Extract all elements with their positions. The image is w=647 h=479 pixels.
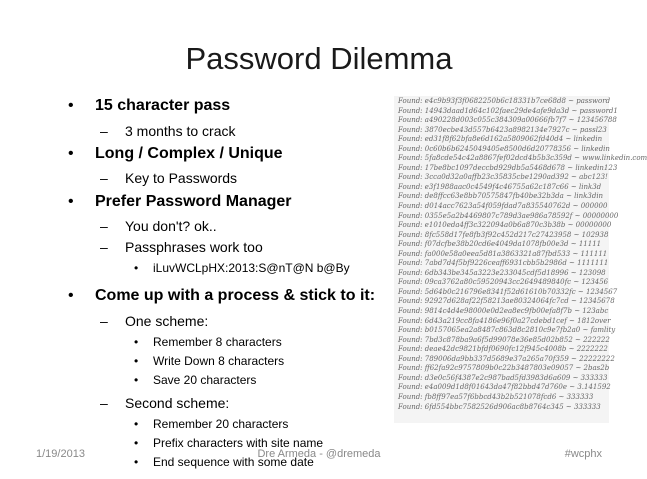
found-line: Found: e3f1988aac0c4549f4c46755a62c187c6… <box>398 182 602 191</box>
sub-sub-bullet-save-20: Save 20 characters <box>68 372 398 388</box>
found-line: Found: 7bd3c878ba9a6f5d99078e36e85d02b85… <box>398 335 610 344</box>
found-line: Found: b0157065ea2a8487c863d8c2810c9e7fb… <box>398 326 616 335</box>
found-line: Found: ed31f8f62bfa8e6d162a5809062fd40d4… <box>398 135 603 144</box>
found-line: Found: 0355e5a2b4469807c789d3ae986a78592… <box>398 211 619 220</box>
found-line: Found: fb8ff97ea57f6bbcd43b2b521078fcd6 … <box>398 392 594 401</box>
found-line: Found: 0c60b6b6245049405e8500d6d20778356… <box>398 144 610 153</box>
sub-sub-bullet-end-sequence-date: End sequence with some date <box>68 454 398 470</box>
sub-sub-bullet-passphrase-example: iLuvWCLpHX:2013:S@nT@N b@By <box>68 260 398 276</box>
bullet-15-character-pass: 15 character pass <box>68 96 398 116</box>
bullet-prefer-password-manager: Prefer Password Manager <box>68 192 398 212</box>
found-line: Found: e4c9b93f3f0682250b6c18331b7ce68d8… <box>398 97 611 105</box>
bullet-list: 15 character pass 3 months to crack Long… <box>68 96 398 470</box>
found-line: Found: de8ffcc63e8bb70575847fb40be32b3da… <box>398 192 604 201</box>
found-line: Found: e4a009d1d8f01643da47f82bbd47d760e… <box>398 383 611 392</box>
sub-bullet-one-scheme: One scheme: <box>68 312 398 330</box>
cracked-passwords-screenshot: Found: e4c9b93f3f0682250b6c18331b7ce68d8… <box>394 96 647 423</box>
found-line: Found: deae42dc9821bfdf0690fc12f945c4008… <box>398 345 608 354</box>
found-line: Found: 5fa8cde54c42a8867fef02dcd4b5b3c35… <box>398 154 647 163</box>
found-line: Found: 6db343be345a3223e233045cdf5d18996… <box>398 268 606 277</box>
found-line: Found: f07dcfbe38b20cd6e4049da1078fb00e3… <box>398 240 602 249</box>
sub-bullet-passphrases: Passphrases work too <box>68 238 398 256</box>
found-line: Found: 3870ecbe43d557b6423a8982134e7927c… <box>398 125 607 134</box>
found-line: Found: 5d64b0c216796e8341f52d61610b70332… <box>398 287 618 296</box>
slide-title: Password Dilemma <box>185 41 453 76</box>
sub-bullet-key-to-passwords: Key to Passwords <box>68 169 398 187</box>
sub-sub-bullet-remember-20: Remember 20 characters <box>68 416 398 432</box>
found-line: Found: 6d43a219cc8fa4186e96f0a27cdebd1ce… <box>398 316 611 325</box>
sub-sub-bullet-write-down-8: Write Down 8 characters <box>68 353 398 369</box>
found-line: Found: ff62fa92c9757809b0c22b3487803e090… <box>398 364 610 373</box>
sub-sub-bullet-remember-8: Remember 8 characters <box>68 334 398 350</box>
footer-hashtag: #wcphx <box>564 448 602 460</box>
found-line: Found: 7abd7d4f5bf9226ceaff6931cbb5b2986… <box>398 259 609 268</box>
footer-date: 1/19/2013 <box>36 448 85 460</box>
found-line: Found: fa000e58a0eea5d81a3863321a87fbd53… <box>398 249 608 258</box>
found-line: Found: 8fc558d17fe8fb3f92c452d217c274239… <box>398 230 609 239</box>
found-line: Found: 17be8bc1097deccbd929db5a5468d678 … <box>398 163 618 172</box>
sub-bullet-second-scheme: Second scheme: <box>68 394 398 412</box>
found-line: Found: 92927d628af22f58213ae80324064fc7c… <box>398 297 615 306</box>
found-line: Found: 14943daad1d64c102faec29de4afe9da3… <box>398 106 618 115</box>
found-line: Found: 3cca0d32a0affb23c35835cbe1290ad39… <box>398 173 608 182</box>
sub-sub-bullet-prefix-site-name: Prefix characters with site name <box>68 435 398 451</box>
bullet-come-up-with-process: Come up with a process & stick to it: <box>68 286 398 306</box>
found-line: Found: d3e0c56f4387e2c987bad5fd3983d6a60… <box>398 373 608 382</box>
sub-bullet-3-months: 3 months to crack <box>68 122 398 140</box>
bullet-long-complex-unique: Long / Complex / Unique <box>68 144 398 164</box>
footer-author: Dre Armeda - @dremeda <box>257 448 381 460</box>
found-line: Found: e1010eda4ff3c322094a0b6a870c3b38b… <box>398 221 612 230</box>
found-line: Found: d014acc7623a54f059fdad7a835540762… <box>398 202 608 211</box>
found-line: Found: 9814c4d4e98000e0d2ea8ec9fb00efa8f… <box>398 307 609 316</box>
found-line: Found: a490228d003c055c384309a00666fb7f7… <box>398 116 617 125</box>
found-line: Found: 09ca3762a80c59520943cc2649489840f… <box>398 278 609 287</box>
found-line: Found: 789006da9bb337d5689e37a265a70f359… <box>398 354 615 363</box>
found-line: Found: 6fd554bbc7582526d906ac8b8764c345 … <box>398 402 601 411</box>
sub-bullet-you-dont: You don't? ok.. <box>68 217 398 235</box>
